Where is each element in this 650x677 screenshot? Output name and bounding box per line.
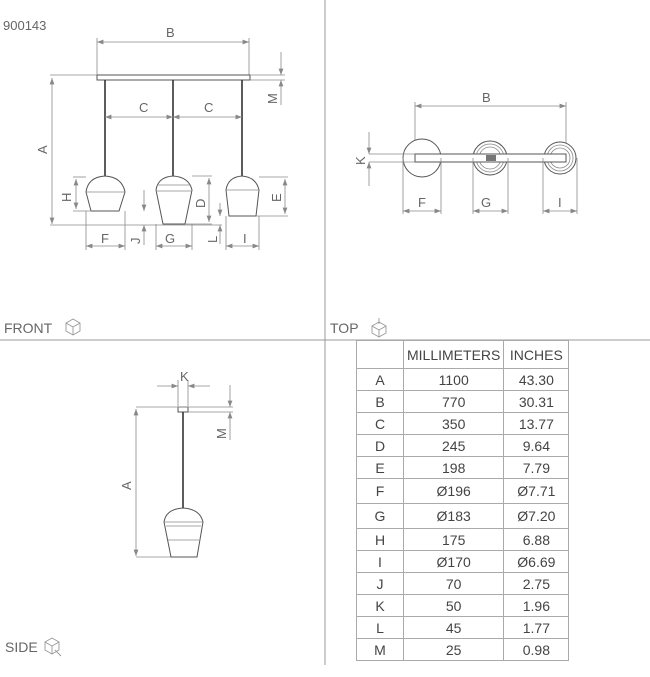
- cell-in: 1.96: [503, 594, 570, 617]
- ceiling-bar: [96, 74, 251, 81]
- svg-text:M: M: [214, 428, 229, 439]
- cell-dim: I: [356, 550, 404, 573]
- table-header-row: MILLIMETERS INCHES: [356, 340, 570, 369]
- cell-mm: Ø183: [402, 503, 505, 529]
- svg-text:K: K: [353, 156, 368, 165]
- svg-text:G: G: [481, 195, 491, 210]
- svg-text:G: G: [165, 231, 175, 246]
- header-inches: INCHES: [503, 340, 570, 369]
- svg-text:F: F: [418, 195, 426, 210]
- svg-text:J: J: [128, 238, 143, 245]
- front-view-label: FRONT: [4, 320, 53, 336]
- cell-in: 9.64: [503, 434, 570, 457]
- cell-mm: Ø170: [402, 550, 505, 573]
- cell-in: 7.79: [503, 456, 570, 479]
- isometric-view-icon: [65, 318, 81, 336]
- cell-dim: G: [356, 503, 404, 529]
- side-view-icon: [44, 637, 62, 657]
- cell-mm: 45: [402, 616, 505, 639]
- front-view: B C C M A H D E: [35, 25, 288, 250]
- cell-mm: 50: [402, 594, 505, 617]
- cell-in: Ø6.69: [503, 550, 570, 573]
- cell-mm: 175: [402, 528, 505, 551]
- cell-in: 2.75: [503, 572, 570, 595]
- cell-in: 1.77: [503, 616, 570, 639]
- header-blank: [356, 340, 404, 369]
- cell-mm: 198: [402, 456, 505, 479]
- svg-text:C: C: [204, 100, 213, 115]
- svg-text:B: B: [166, 25, 175, 40]
- cell-dim: A: [356, 368, 404, 391]
- cell-dim: M: [356, 638, 404, 661]
- cell-dim: J: [356, 572, 404, 595]
- cell-in: Ø7.20: [503, 503, 570, 529]
- top-view-icon: [371, 318, 387, 338]
- svg-text:M: M: [265, 93, 280, 104]
- cell-mm: 1100: [402, 368, 505, 391]
- svg-text:I: I: [558, 195, 562, 210]
- cell-mm: 770: [402, 390, 505, 413]
- cell-mm: 25: [402, 638, 505, 661]
- cell-mm: Ø196: [402, 478, 505, 504]
- cell-dim: L: [356, 616, 404, 639]
- cell-dim: C: [356, 412, 404, 435]
- svg-text:E: E: [269, 193, 284, 202]
- cell-in: 43.30: [503, 368, 570, 391]
- svg-text:A: A: [119, 481, 134, 490]
- cell-in: 13.77: [503, 412, 570, 435]
- cell-dim: H: [356, 528, 404, 551]
- svg-text:H: H: [59, 193, 74, 202]
- side-view-label: SIDE: [5, 639, 38, 655]
- top-view-label: TOP: [330, 320, 359, 336]
- top-view: B K F G I: [353, 90, 578, 214]
- svg-text:I: I: [243, 231, 247, 246]
- cell-in: 6.88: [503, 528, 570, 551]
- svg-text:B: B: [482, 90, 491, 105]
- product-code: 900143: [3, 18, 46, 33]
- cell-mm: 350: [402, 412, 505, 435]
- header-millimeters: MILLIMETERS: [402, 340, 505, 369]
- cell-in: Ø7.71: [503, 478, 570, 504]
- cell-dim: B: [356, 390, 404, 413]
- cell-dim: D: [356, 434, 404, 457]
- svg-text:C: C: [139, 100, 148, 115]
- svg-text:D: D: [193, 199, 208, 208]
- cell-dim: E: [356, 456, 404, 479]
- side-view: K M A: [119, 369, 233, 558]
- svg-text:F: F: [101, 231, 109, 246]
- cell-mm: 245: [402, 434, 505, 457]
- svg-text:L: L: [205, 236, 220, 243]
- cell-mm: 70: [402, 572, 505, 595]
- svg-text:A: A: [35, 145, 50, 154]
- svg-text:K: K: [180, 369, 189, 384]
- cell-dim: K: [356, 594, 404, 617]
- cell-in: 0.98: [503, 638, 570, 661]
- cell-in: 30.31: [503, 390, 570, 413]
- cell-dim: F: [356, 478, 404, 504]
